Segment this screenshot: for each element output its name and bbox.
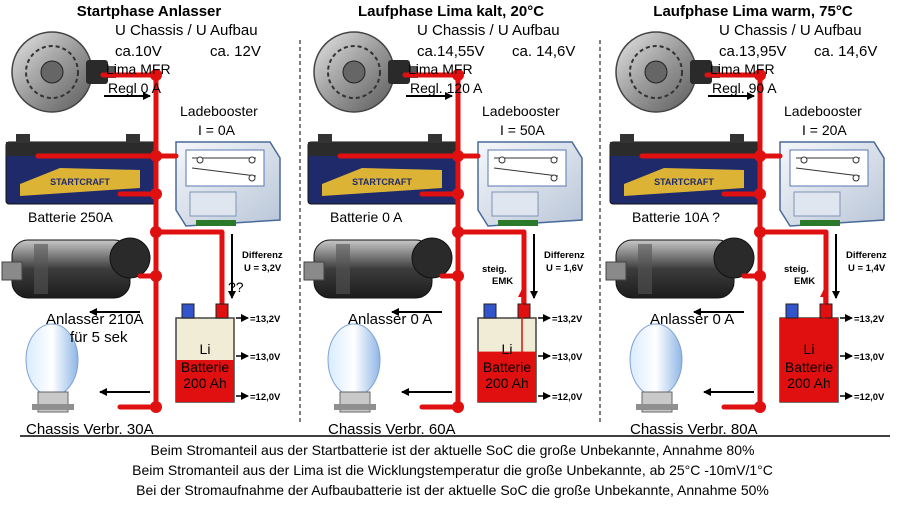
starter-label: Anlasser 0 A [650,311,734,328]
lithium-label: Li [804,341,815,357]
chassis-consumer-label: Chassis Verbr. 60A [328,421,456,438]
voltage-level-2: =13,0V [854,352,885,363]
voltage-chassis: ca.14,55V [417,43,485,60]
voltage-aufbau: ca. 12V [210,43,261,60]
regulator-label: Regl. 90 A [712,80,777,96]
panel-3: =13,2V =13,0V =12,0V Laufphase Lima warm, 7… [606,3,887,438]
alternator-label: Lima MFR [408,61,473,77]
lithium-battery-icon [477,303,537,403]
chassis-consumer-label: Chassis Verbr. 30A [26,421,154,438]
panel-1: =13,2V =13,0V =12,0V Startphase Anlasser U C… [2,3,283,438]
booster-current: I = 50A [500,122,545,138]
voltage-header: U Chassis / U Aufbau [115,22,258,39]
booster-label: Ladebooster [180,103,258,119]
starter-label: Anlasser 0 A [348,311,432,328]
starter-battery-label: Batterie 10A ? [632,209,720,225]
voltage-aufbau: ca. 14,6V [512,43,575,60]
regulator-label: Regl. 120 A [410,80,483,96]
lithium-capacity: 200 Ah [787,375,831,391]
voltage-level-3: =12,0V [250,392,281,403]
alternator-label: Lima MFR [106,61,171,77]
voltage-chassis: ca.13,95V [719,43,787,60]
lithium-battery-label: Batterie [785,359,833,375]
emk-label: ?? [228,279,244,295]
booster-current: I = 0A [198,122,236,138]
chassis-consumer-label: Chassis Verbr. 80A [630,421,758,438]
emk-label-2: EMK [794,276,815,287]
differenz-label: Differenz [242,250,283,261]
voltage-header: U Chassis / U Aufbau [719,22,862,39]
lithium-label: Li [502,341,513,357]
panel-2: =13,2V =13,0V =12,0V Laufphase Lima kalt, 2… [304,3,585,438]
voltage-level-1: =13,2V [250,314,281,325]
footer-line-3: Bei der Stromaufnahme der Aufbaubatterie… [136,482,769,498]
voltage-chassis: ca.10V [115,43,162,60]
footer-line-1: Beim Stromanteil aus der Startbatterie i… [150,442,755,458]
lithium-capacity: 200 Ah [485,375,529,391]
differenz-value: U = 1,6V [546,263,584,274]
starter-battery-label: Batterie 0 A [330,209,403,225]
voltage-level-3: =12,0V [854,392,885,403]
voltage-header: U Chassis / U Aufbau [417,22,560,39]
differenz-label: Differenz [544,250,585,261]
differenz-value: U = 3,2V [244,263,282,274]
starter-battery-label: Batterie 250A [28,209,113,225]
booster-label: Ladebooster [482,103,560,119]
booster-label: Ladebooster [784,103,862,119]
regulator-label: Regl 0 A [108,80,162,96]
emk-label: steig. [482,264,507,275]
footer-line-2: Beim Stromanteil aus der Lima ist die Wi… [132,462,773,478]
voltage-level-2: =13,0V [552,352,583,363]
lithium-battery-label: Batterie [181,359,229,375]
lithium-battery-icon [779,303,839,403]
lithium-battery-label: Batterie [483,359,531,375]
lithium-battery-icon [175,303,235,403]
starter-label: Anlasser 210A [46,311,144,328]
panel-title: Startphase Anlasser [77,3,222,20]
voltage-level-3: =12,0V [552,392,583,403]
lithium-label: Li [200,341,211,357]
footer-notes: Beim Stromanteil aus der Startbatterie i… [0,440,905,500]
differenz-label: Differenz [846,250,887,261]
starter-duration: für 5 sek [70,329,128,346]
emk-label: steig. [784,264,809,275]
voltage-level-1: =13,2V [854,314,885,325]
booster-current: I = 20A [802,122,847,138]
differenz-value: U = 1,4V [848,263,886,274]
emk-label-2: EMK [492,276,513,287]
panel-title: Laufphase Lima kalt, 20°C [358,3,544,20]
panel-title: Laufphase Lima warm, 75°C [653,3,853,20]
lithium-capacity: 200 Ah [183,375,227,391]
voltage-level-2: =13,0V [250,352,281,363]
voltage-aufbau: ca. 14,6V [814,43,877,60]
voltage-level-1: =13,2V [552,314,583,325]
alternator-label: Lima MFR [710,61,775,77]
